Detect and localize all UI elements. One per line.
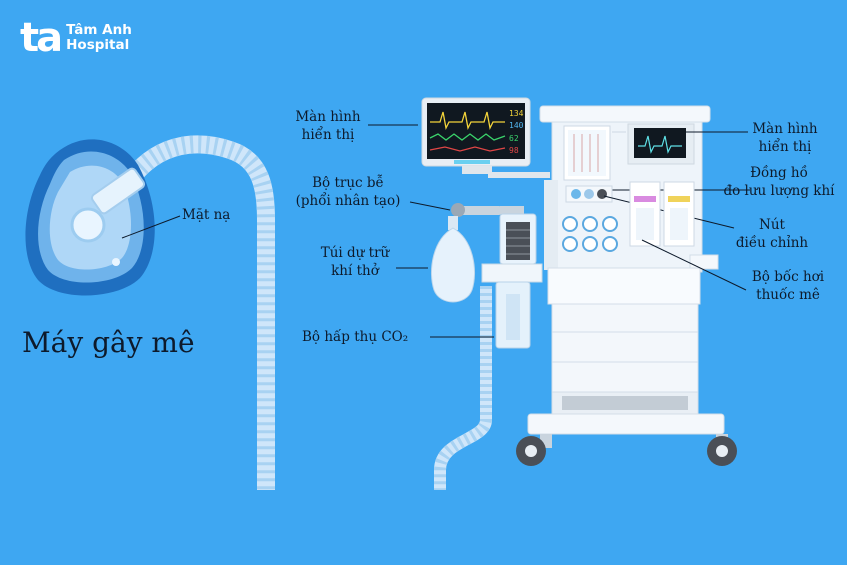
logo-name-line1: Tâm Anh [66, 22, 132, 38]
control-knobs [562, 185, 618, 252]
co2-absorber-canister [481, 263, 543, 349]
logo-name-line2: Hospital [66, 37, 130, 53]
bag-arm [451, 203, 524, 230]
reading-pressure: 140 [509, 121, 524, 130]
reservoir-bag [431, 216, 475, 303]
label-control-knob: Nút điều chỉnh [735, 217, 809, 251]
label-left-screen: Màn hình hiển thị [295, 109, 361, 143]
reading-heart-rate: 134 [509, 109, 524, 118]
label-mask: Mặt nạ [182, 207, 231, 223]
machine-body [516, 105, 737, 466]
vaporizer-leader-line [641, 239, 747, 291]
diagram-title: Máy gây mê [22, 326, 195, 359]
logo-mark: ta [20, 15, 63, 61]
reading-spo2: 62 [509, 134, 519, 143]
mask-hose [122, 135, 275, 490]
hospital-logo: ta Tâm Anh Hospital [20, 15, 132, 61]
reading-resp: 98 [509, 146, 519, 155]
bellows-canister [499, 213, 537, 265]
face-mask [25, 139, 155, 296]
label-flowmeter: Đồng hồ đo lưu lượng khí [723, 165, 835, 199]
patient-monitor [421, 97, 550, 178]
breathing-hose [434, 286, 492, 490]
label-vaporizer: Bộ bốc hơi thuốc mê [751, 269, 825, 303]
vaporizers [629, 181, 695, 247]
label-bag-unit: Bộ trục bễ (phổi nhân tạo) [295, 175, 401, 209]
label-co2-absorber: Bộ hấp thụ CO₂ [302, 329, 409, 345]
label-right-screen: Màn hình hiển thị [752, 121, 818, 155]
flowmeter-tubes [563, 125, 611, 181]
label-reservoir-bag: Túi dự trữ khí thở [320, 245, 390, 279]
mask-leader-line [121, 215, 181, 239]
bag-unit-leader-line [409, 201, 451, 211]
machine-display [627, 123, 695, 165]
